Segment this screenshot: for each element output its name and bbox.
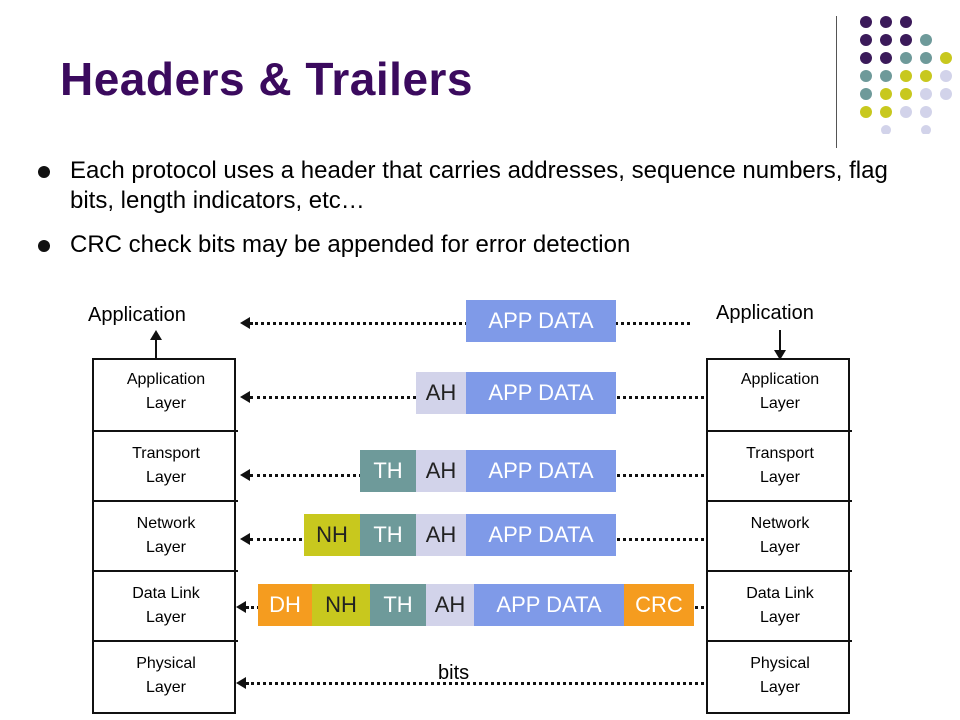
layer-suffix: Layer <box>759 609 801 626</box>
app-data-field: APP DATA <box>466 372 616 414</box>
right-network-layer: Network Layer <box>708 500 852 568</box>
nh-header-field: NH <box>312 584 370 626</box>
bullet-item: Each protocol uses a header that carries… <box>36 156 936 216</box>
right-application-label: Application <box>716 302 814 324</box>
layer-name: Physical <box>750 655 810 672</box>
ah-header-field: AH <box>426 584 474 626</box>
down-arrow-icon <box>774 330 786 360</box>
layer-suffix: Layer <box>759 679 801 696</box>
ah-header-field: AH <box>416 450 466 492</box>
ah-header-field: AH <box>416 372 466 414</box>
slide-title: Headers & Trailers <box>60 53 474 105</box>
layer-suffix: Layer <box>759 469 801 486</box>
app-data-field: APP DATA <box>466 450 616 492</box>
th-header-field: TH <box>360 450 416 492</box>
layer-name: Application <box>126 371 206 388</box>
layer-suffix: Layer <box>759 395 801 412</box>
layer-name: Application <box>740 371 820 388</box>
bullet-item: CRC check bits may be appended for error… <box>36 230 936 260</box>
th-header-field: TH <box>370 584 426 626</box>
right-layer-stack: Application Layer Transport Layer Networ… <box>706 358 852 714</box>
th-header-field: TH <box>360 514 416 556</box>
left-layer-stack: Application Layer Transport Layer Networ… <box>92 358 238 714</box>
app-data-field: APP DATA <box>474 584 624 626</box>
layer-suffix: Layer <box>759 539 801 556</box>
left-arrow-icon <box>236 677 246 689</box>
layer-name: Transport <box>746 445 814 462</box>
right-data-link-layer: Data Link Layer <box>708 570 852 638</box>
right-application-layer: Application Layer <box>708 358 852 426</box>
decorative-dots <box>860 16 952 134</box>
physical-dotted-link <box>246 682 704 685</box>
layer-name: Network <box>136 515 196 532</box>
right-transport-layer: Transport Layer <box>708 430 852 498</box>
ah-header-field: AH <box>416 514 466 556</box>
layer-suffix: Layer <box>145 679 187 696</box>
app-data-field: APP DATA <box>466 514 616 556</box>
left-arrow-icon <box>240 391 250 403</box>
left-transport-layer: Transport Layer <box>94 430 238 498</box>
title-divider <box>836 16 837 148</box>
right-physical-layer: Physical Layer <box>708 640 852 708</box>
layer-suffix: Layer <box>145 395 187 412</box>
layer-name: Network <box>750 515 810 532</box>
left-arrow-icon <box>240 317 250 329</box>
nh-header-field: NH <box>304 514 360 556</box>
left-application-label: Application <box>88 304 186 326</box>
left-network-layer: Network Layer <box>94 500 238 568</box>
left-arrow-icon <box>240 533 250 545</box>
dh-header-field: DH <box>258 584 312 626</box>
layer-suffix: Layer <box>145 539 187 556</box>
layer-name: Data Link <box>746 585 814 602</box>
layer-name: Data Link <box>132 585 200 602</box>
app-data-field: APP DATA <box>466 300 616 342</box>
up-arrow-icon <box>150 330 162 360</box>
bullet-list: Each protocol uses a header that carries… <box>36 156 936 274</box>
left-physical-layer: Physical Layer <box>94 640 238 708</box>
bits-label: bits <box>438 662 470 684</box>
left-arrow-icon <box>236 601 246 613</box>
left-arrow-icon <box>240 469 250 481</box>
left-data-link-layer: Data Link Layer <box>94 570 238 638</box>
crc-trailer-field: CRC <box>624 584 694 626</box>
left-application-layer: Application Layer <box>94 358 238 426</box>
layer-suffix: Layer <box>145 469 187 486</box>
dot-grid <box>860 16 952 134</box>
layer-name: Transport <box>132 445 200 462</box>
layer-suffix: Layer <box>145 609 187 626</box>
layer-name: Physical <box>136 655 196 672</box>
